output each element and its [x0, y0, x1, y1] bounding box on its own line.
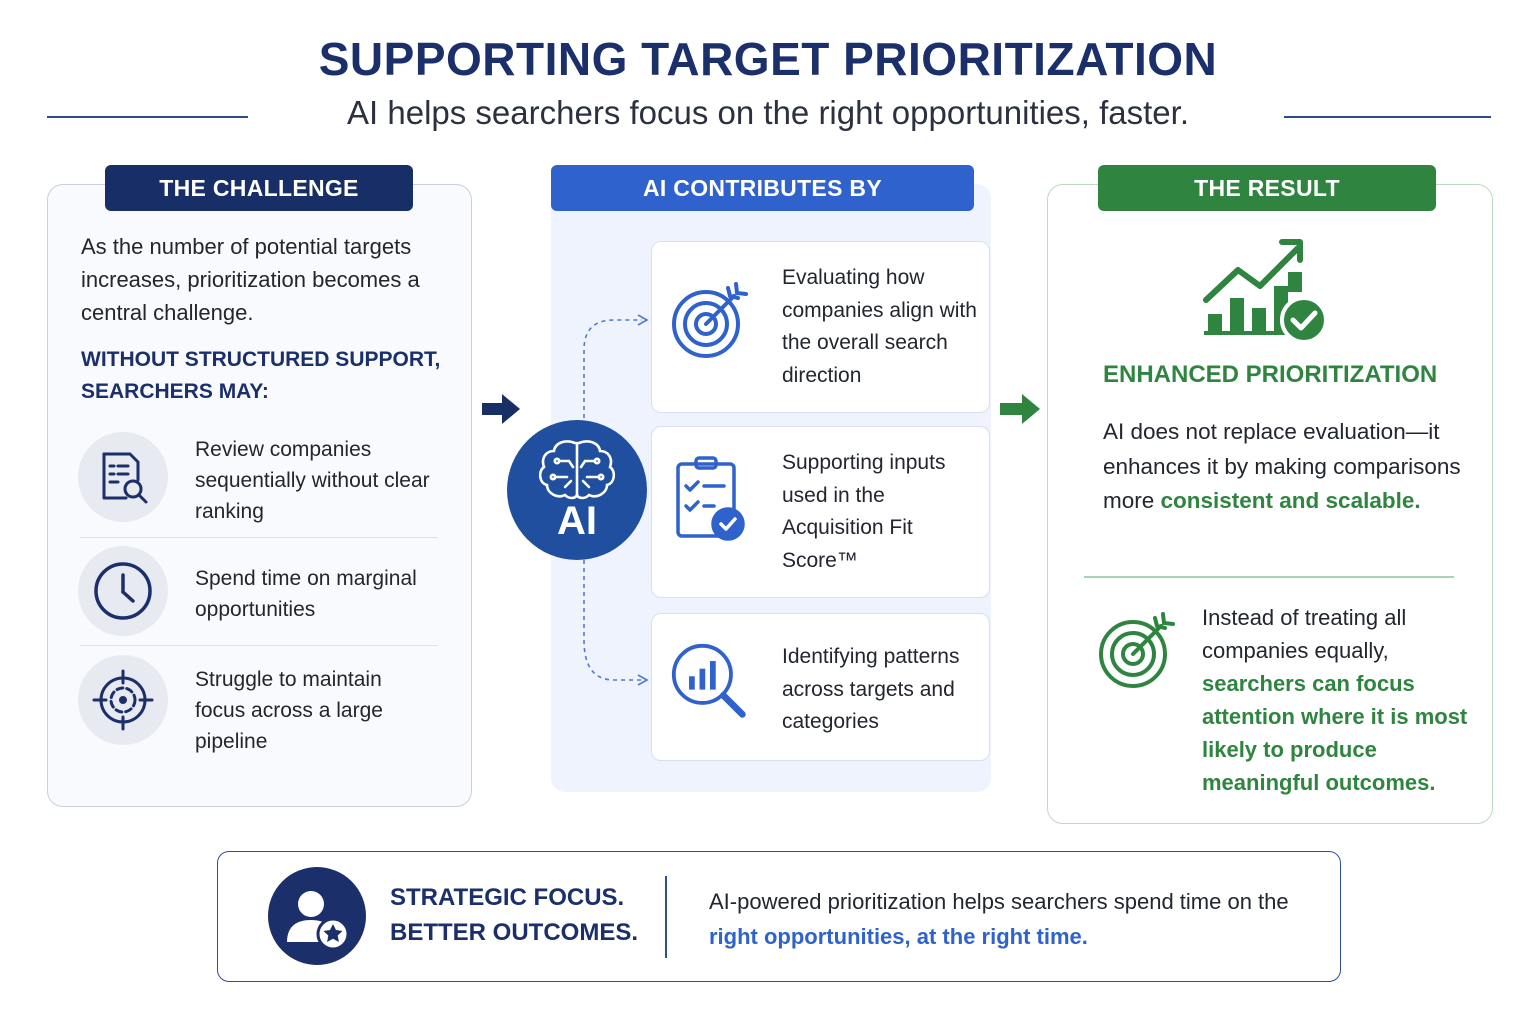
challenge-subheading-line1: WITHOUT STRUCTURED SUPPORT,	[81, 348, 441, 371]
result-text: AI does not replace evaluation—it enhanc…	[1103, 415, 1463, 519]
divider	[1084, 576, 1454, 578]
clock-icon	[78, 546, 168, 636]
result-focus-text: Instead of treating all companies equall…	[1202, 601, 1472, 799]
result-text-highlight: consistent and scalable.	[1160, 488, 1421, 513]
arrow-right-icon	[1000, 394, 1040, 424]
user-star-icon	[268, 867, 366, 965]
arrow-right-icon	[482, 394, 520, 424]
chart-magnifier-icon	[670, 642, 750, 722]
target-arrow-icon	[1099, 612, 1175, 688]
challenge-item-label: Spend time on marginal opportunities	[195, 567, 417, 621]
crosshair-icon	[78, 655, 168, 745]
ai-badge: AI	[507, 420, 647, 560]
banner-text: AI-powered prioritization helps searcher…	[709, 884, 1329, 954]
growth-chart-check-icon	[1203, 239, 1328, 342]
challenge-tab: THE CHALLENGE	[105, 165, 413, 211]
contribution-card: Identifying patterns across targets and …	[651, 613, 990, 761]
clipboard-check-icon	[670, 456, 750, 541]
contributes-tab: AI CONTRIBUTES BY	[551, 165, 974, 211]
result-panel	[1047, 184, 1493, 824]
banner-heading-line1: STRATEGIC FOCUS.	[390, 884, 625, 911]
page-subtitle: AI helps searchers focus on the right op…	[347, 94, 1189, 131]
result-heading: ENHANCED PRIORITIZATION	[1103, 361, 1438, 388]
challenge-subheading-line2: SEARCHERS MAY:	[81, 380, 269, 403]
result-focus-plain: Instead of treating all companies equall…	[1202, 605, 1407, 663]
connector-lines	[583, 314, 649, 686]
target-arrow-icon	[670, 280, 750, 360]
challenge-intro: As the number of potential targets incre…	[81, 234, 420, 325]
banner-text-plain: AI-powered prioritization helps searcher…	[709, 889, 1289, 914]
brain-circuit-icon	[538, 439, 616, 499]
result-text-plain: AI does not replace evaluation—it enhanc…	[1103, 419, 1461, 513]
result-focus-highlight: searchers can focus attention where it i…	[1202, 671, 1468, 795]
result-tab: THE RESULT	[1098, 165, 1436, 211]
banner-heading: STRATEGIC FOCUS. BETTER OUTCOMES.	[390, 880, 660, 950]
banner-heading-line2: BETTER OUTCOMES.	[390, 919, 639, 946]
bottom-banner	[217, 851, 1341, 982]
contribution-card: Evaluating how companies align with the …	[651, 241, 990, 413]
contribution-card: Supporting inputs used in the Acquisitio…	[651, 426, 990, 598]
ai-label: AI	[557, 498, 597, 543]
challenge-item-label: Struggle to maintain focus across a larg…	[195, 668, 383, 753]
banner-separator	[665, 876, 667, 958]
page-title: SUPPORTING TARGET PRIORITIZATION	[318, 33, 1218, 85]
contribution-card-text: Evaluating how companies align with the …	[782, 266, 977, 387]
document-search-icon	[78, 432, 168, 522]
contribution-card-text: Supporting inputs used in the Acquisitio…	[782, 451, 946, 572]
banner-text-highlight: right opportunities, at the right time.	[709, 924, 1088, 949]
subtitle-rule-left	[47, 116, 248, 118]
divider	[80, 645, 438, 646]
challenge-subheading: WITHOUT STRUCTURED SUPPORT, SEARCHERS MA…	[81, 344, 461, 408]
divider	[80, 537, 438, 538]
challenge-item-label: Review companies sequentially without cl…	[195, 438, 430, 523]
subtitle-rule-right	[1284, 116, 1491, 118]
contribution-card-text: Identifying patterns across targets and …	[782, 645, 960, 733]
